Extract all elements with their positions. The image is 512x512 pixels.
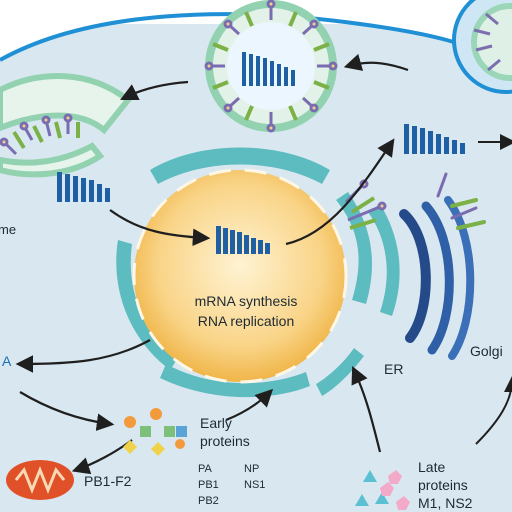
- early-proteins-shapes: [123, 408, 187, 456]
- flow-arrows: [15, 53, 512, 475]
- protein-pb1: PB1: [198, 479, 219, 491]
- left-partial-label-top: me: [0, 222, 16, 237]
- arrow-endosome-to-nucleus: [109, 209, 211, 247]
- late-proteins-label-line3: M1, NS2: [418, 495, 473, 511]
- late-proteins-shapes: [355, 470, 410, 510]
- budding-virion-top-right: [452, 0, 512, 94]
- nucleus: [132, 168, 348, 384]
- arrow-virion-to-endosome: [120, 80, 189, 100]
- er-label: ER: [384, 361, 403, 377]
- late-proteins-label-line2: proteins: [418, 477, 468, 493]
- arrow-early-to-nucleus: [225, 388, 274, 422]
- nucleus-label-line2: RNA replication: [198, 313, 295, 329]
- virion-top: [204, 0, 338, 133]
- rna-segments-left: [57, 172, 110, 202]
- protein-pa: PA: [198, 463, 213, 475]
- arrow-late-to-nucleus: [351, 366, 382, 453]
- protein-ns1: NS1: [244, 479, 265, 491]
- arrow-to-mrna-left: [15, 339, 151, 373]
- golgi-apparatus: [399, 172, 486, 360]
- protein-pb2: PB2: [198, 495, 219, 507]
- endoplasmic-reticulum: [116, 147, 400, 398]
- early-proteins-label-line1: Early: [200, 415, 232, 431]
- nucleus-label-line1: mRNA synthesis: [195, 293, 298, 309]
- rna-segments-nucleus: [216, 226, 270, 254]
- pb1f2-label: PB1-F2: [84, 473, 132, 489]
- arrow-to-early-proteins: [19, 391, 115, 431]
- protein-np: NP: [244, 463, 259, 475]
- endosome: [0, 73, 133, 178]
- golgi-label: Golgi: [470, 343, 503, 359]
- arrow-bud-to-virion: [343, 53, 409, 72]
- left-partial-label-mid: A: [2, 353, 12, 369]
- mitochondrion: [6, 460, 74, 500]
- virion-rna-segments: [242, 52, 295, 86]
- rna-segments-exported: [404, 124, 465, 154]
- cell-membrane: [0, 0, 512, 66]
- late-proteins-label-line1: Late: [418, 459, 445, 475]
- early-proteins-label-line2: proteins: [200, 433, 250, 449]
- arrow-nucleus-to-cytoplasm: [285, 138, 395, 246]
